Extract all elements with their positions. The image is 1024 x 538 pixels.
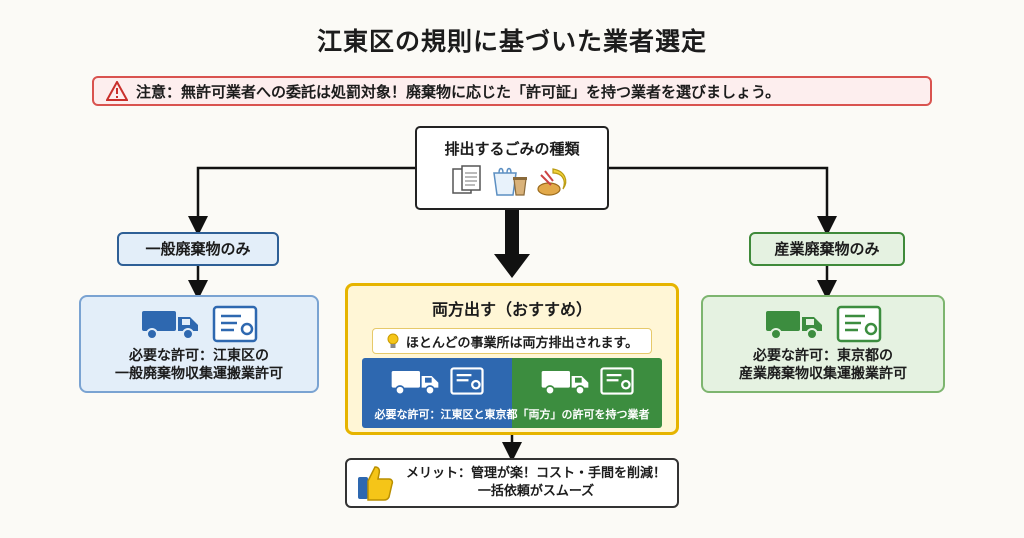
general-permit-line1: 必要な許可：江東区の <box>129 348 269 364</box>
general-waste-tag: 一般廃棄物のみ <box>117 232 279 266</box>
metro-permit-half <box>512 358 662 428</box>
main-arrow-shaft <box>505 210 519 254</box>
merit-box: メリット：管理が楽！コスト・手間を削減！ 一括依頼がスムーズ <box>345 458 679 508</box>
truck-icon <box>391 371 439 396</box>
waste-type-label: 排出するごみの種類 <box>444 140 580 158</box>
truck-icon <box>541 371 589 396</box>
connector-to-right <box>609 166 837 236</box>
merit-line2: 一括依頼がスムーズ <box>477 484 595 499</box>
ward-permit-half <box>362 358 512 428</box>
lightbulb-icon <box>387 333 399 348</box>
documents-icon <box>452 165 481 194</box>
industrial-waste-tag: 産業廃棄物のみ <box>749 232 905 266</box>
general-waste-permit-card: 必要な許可：江東区の 一般廃棄物収集運搬業許可 <box>79 295 319 393</box>
truck-icon <box>142 311 198 340</box>
general-permit-line2: 一般廃棄物収集運搬業許可 <box>115 366 283 382</box>
plastic-bag-cup-icon <box>493 167 527 196</box>
tip-text: ほとんどの事業所は両方排出されます。 <box>405 335 639 351</box>
both-waste-heading: 両方出す（おすすめ） <box>431 300 592 319</box>
certificate-icon <box>212 305 258 343</box>
food-waste-icon <box>537 168 567 196</box>
thumbs-up-icon <box>358 466 394 501</box>
industrial-permit-line1: 必要な許可：東京都の <box>753 348 893 364</box>
warning-triangle-icon <box>106 81 128 101</box>
merit-line1: メリット：管理が楽！コスト・手間を削減！ <box>405 466 666 481</box>
page-title: 江東区の規則に基づいた業者選定 <box>316 27 707 56</box>
warning-banner: 注意：無許可業者への委託は処罰対象！廃棄物に応じた「許可証」を持つ業者を選びまし… <box>92 76 932 106</box>
industrial-waste-permit-card: 必要な許可：東京都の 産業廃棄物収集運搬業許可 <box>701 295 945 393</box>
truck-icon <box>766 311 822 340</box>
industrial-permit-line2: 産業廃棄物収集運搬業許可 <box>739 366 907 382</box>
both-waste-recommended-card: 両方出す（おすすめ） ほとんどの事業所は両方排出されます。 <box>345 283 679 435</box>
waste-type-box: 排出するごみの種類 <box>415 126 609 210</box>
warning-text: 注意：無許可業者への委託は処罰対象！廃棄物に応じた「許可証」を持つ業者を選びまし… <box>136 82 781 101</box>
certificate-icon <box>450 367 484 395</box>
both-permit-text: 必要な許可：江東区と東京都「両方」の許可を持つ業者 <box>374 408 650 421</box>
certificate-icon <box>600 367 634 395</box>
certificate-icon <box>836 305 882 343</box>
main-arrow-head <box>494 254 530 278</box>
connector-to-left <box>188 166 415 236</box>
tip-box: ほとんどの事業所は両方排出されます。 <box>372 328 652 354</box>
both-permit-panel: 必要な許可：江東区と東京都「両方」の許可を持つ業者 <box>362 358 662 428</box>
